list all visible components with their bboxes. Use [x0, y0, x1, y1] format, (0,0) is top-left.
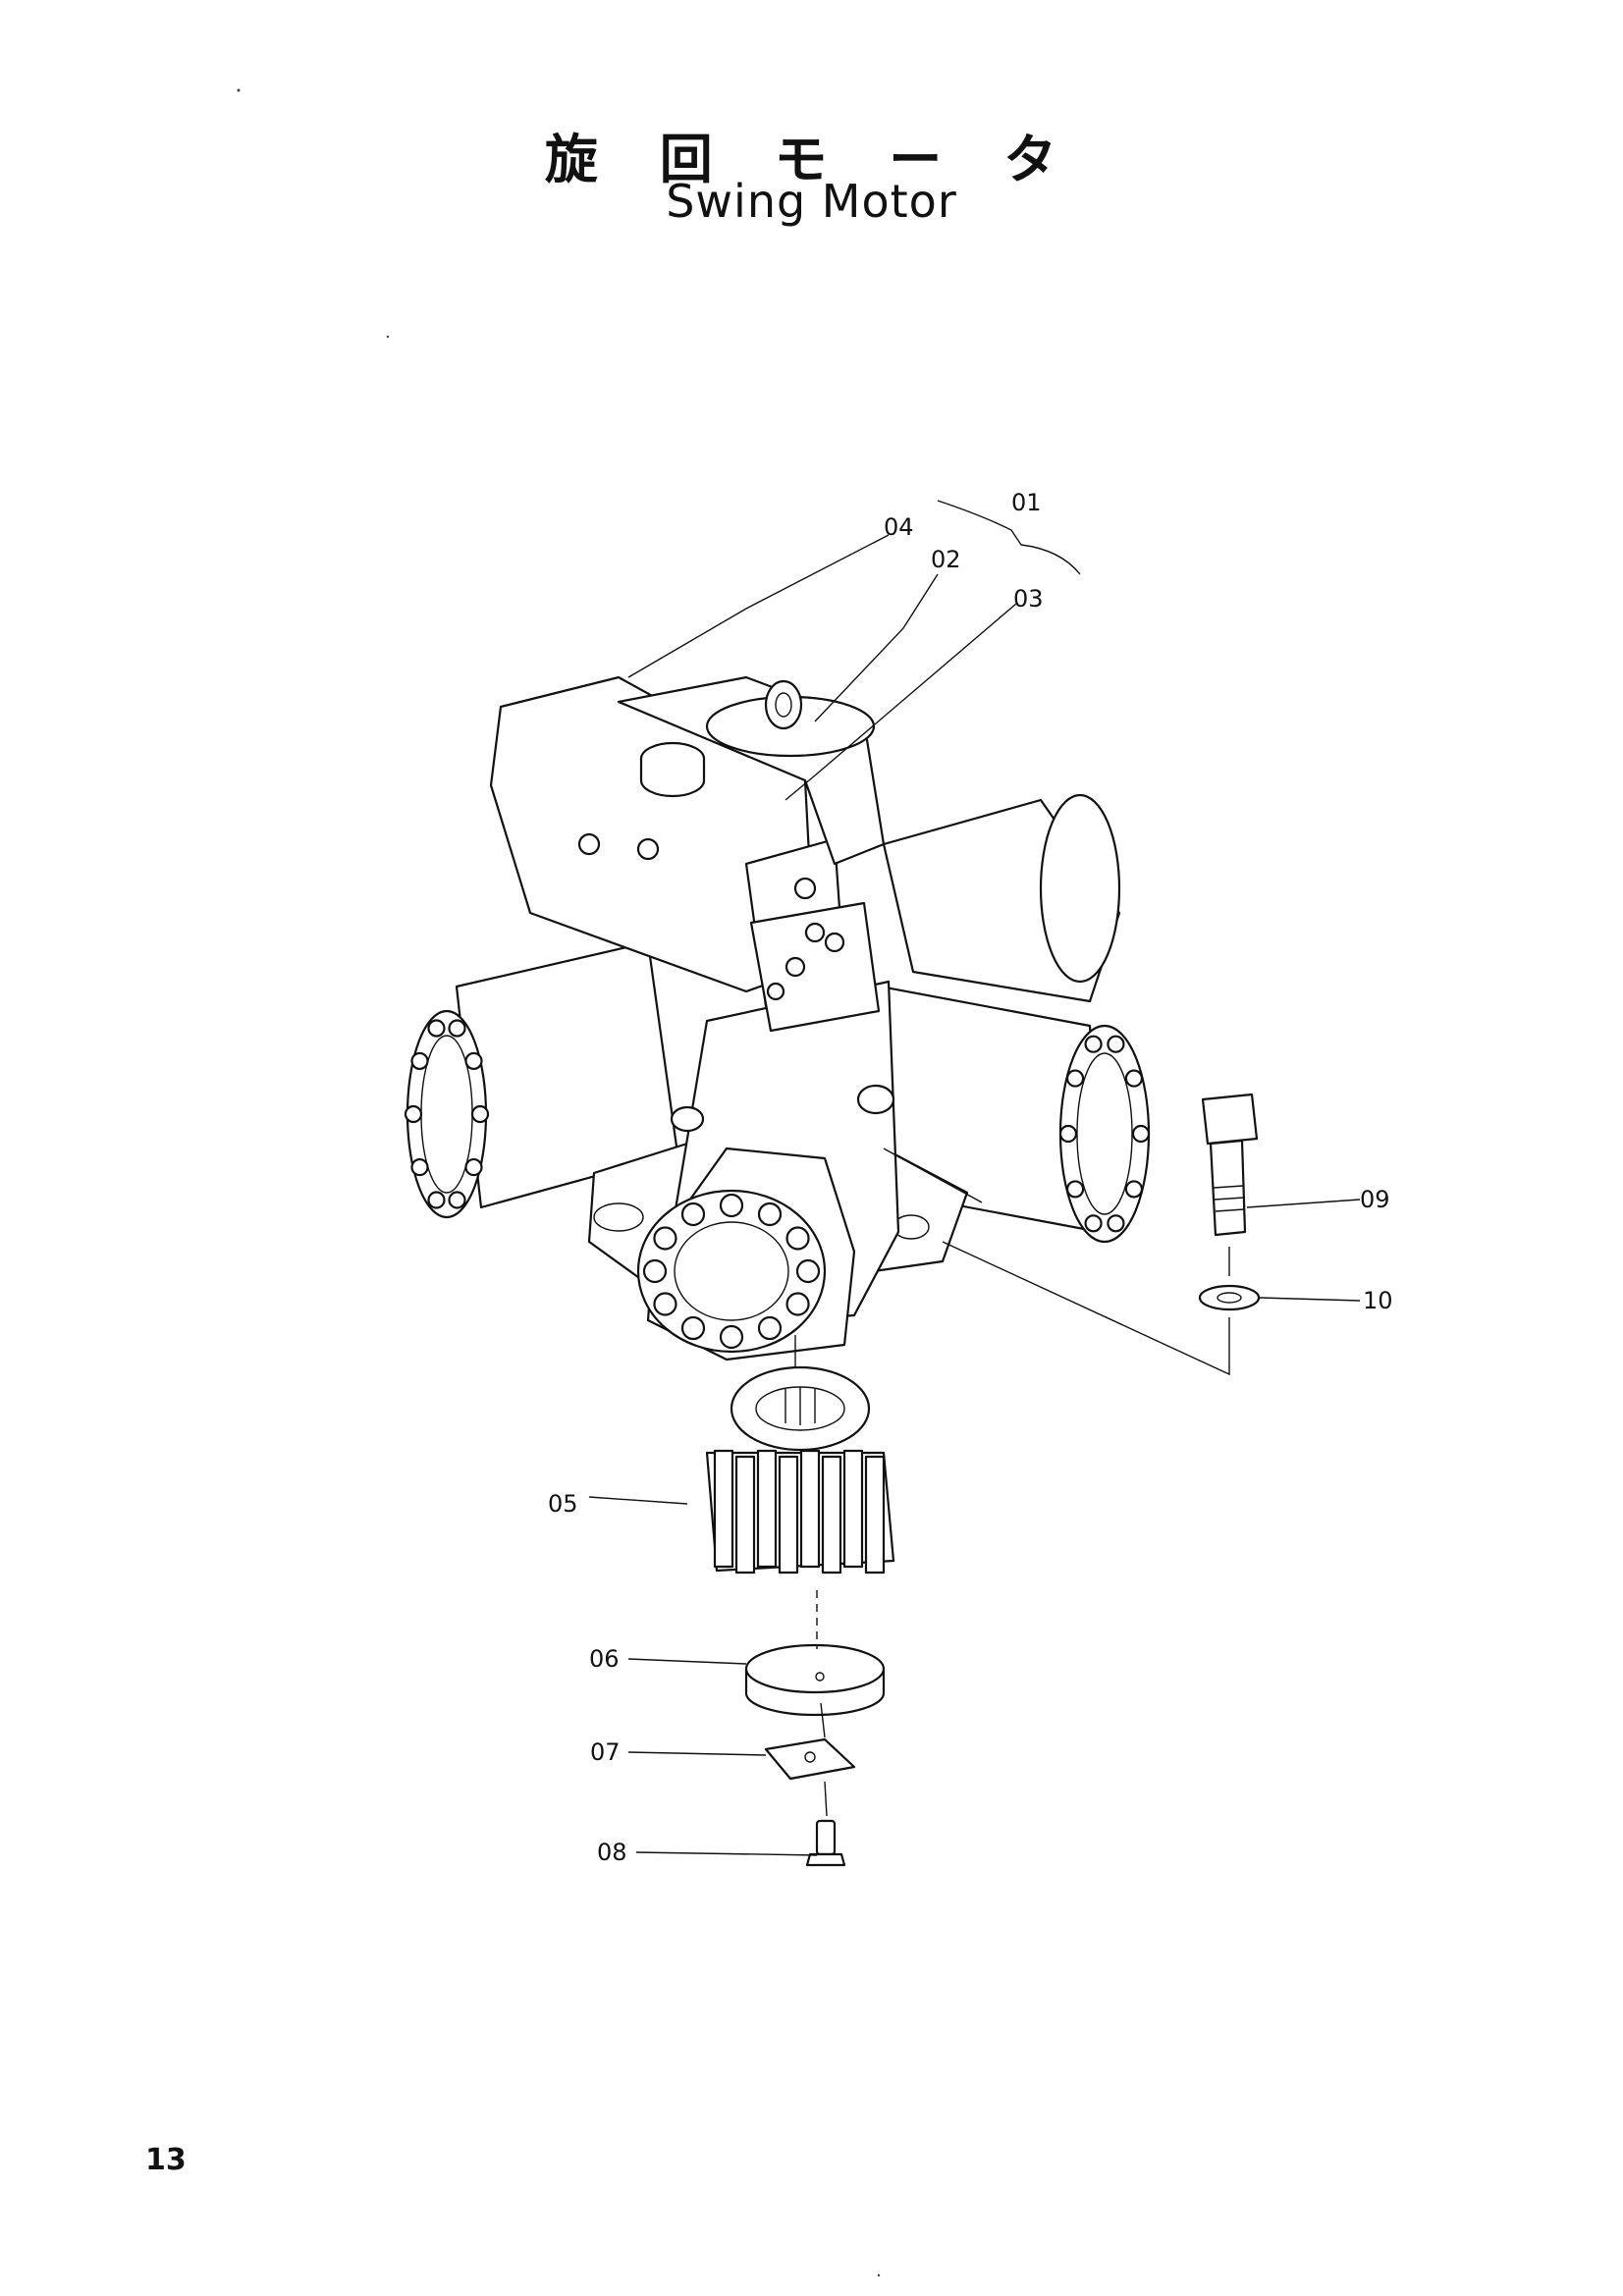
flange-bolt-head: [785, 1292, 810, 1316]
callout-03: 03: [1013, 585, 1044, 613]
callout-06: 06: [589, 1645, 620, 1673]
gear-tooth: [821, 1455, 842, 1575]
callout-10: 10: [1363, 1287, 1393, 1314]
eye-bolt: [764, 679, 803, 730]
flange-bolt-head: [1124, 1069, 1144, 1088]
flange-bolt-head: [1058, 1124, 1078, 1144]
flange-bolt-head: [1107, 1035, 1125, 1053]
page-title-english: Swing Motor: [666, 175, 957, 228]
flange-bolt-head: [680, 1201, 706, 1227]
callout-01: 01: [1011, 489, 1042, 516]
flange-bolt-head: [427, 1191, 446, 1209]
flange-bolt-head: [427, 1019, 446, 1038]
callout-08: 08: [597, 1839, 627, 1866]
output-flange: [636, 1189, 827, 1354]
gear-tooth: [842, 1449, 864, 1569]
hex-bolt: [1201, 1093, 1259, 1237]
gear-tooth: [799, 1449, 821, 1569]
gear-tooth: [713, 1449, 734, 1569]
flange-bolt-head: [1131, 1124, 1151, 1144]
flange-bolt-head: [1065, 1069, 1085, 1088]
flange-bolt-head: [448, 1019, 466, 1038]
page-title-japanese: 旋 回 モ ー タ: [544, 129, 1079, 190]
flange-bolt-head: [410, 1157, 429, 1177]
swing-motor-assembly: [404, 675, 1151, 1404]
gear-tooth: [756, 1449, 778, 1569]
lock-plate: [764, 1737, 856, 1781]
flange-bolt-head: [410, 1051, 429, 1071]
flange-bolt-head: [653, 1226, 677, 1251]
callout-05: 05: [548, 1490, 578, 1518]
flange-bolt-head: [719, 1193, 744, 1218]
flange-bolt-head: [1107, 1214, 1125, 1233]
flange-bolt-head: [1124, 1180, 1144, 1199]
washer: [1198, 1284, 1261, 1311]
gear-tooth: [778, 1455, 799, 1575]
retainer-plate: [744, 1643, 886, 1717]
flange-bolt-head: [1084, 1035, 1103, 1053]
flange-bolt-head: [680, 1315, 706, 1341]
gear-tooth: [864, 1455, 886, 1575]
small-bolt: [805, 1819, 846, 1867]
flange-bolt-head: [757, 1315, 783, 1341]
pinion-gear: [705, 1365, 895, 1575]
callout-09: 09: [1360, 1186, 1390, 1213]
valve-block-right: [749, 901, 881, 1033]
flange-bolt-head: [795, 1258, 821, 1284]
callout-02: 02: [931, 546, 961, 573]
flange-bolt-head: [404, 1104, 423, 1124]
gear-tooth: [734, 1455, 756, 1575]
flange-bolt-head: [642, 1258, 668, 1284]
page-number: 13: [145, 2143, 187, 2177]
flange-bolt-head: [464, 1051, 483, 1071]
flange-bolt-head: [464, 1157, 483, 1177]
callout-07: 07: [590, 1738, 621, 1766]
flange-bolt-head: [1065, 1180, 1085, 1199]
flange-bolt-head: [719, 1324, 744, 1350]
flange-bolt-head: [448, 1191, 466, 1209]
flange-bolt-head: [653, 1292, 677, 1316]
flange-bolt-head: [1084, 1214, 1103, 1233]
flange-bolt-head: [757, 1201, 783, 1227]
callout-04: 04: [884, 513, 914, 541]
flange-bolt-head: [470, 1104, 490, 1124]
flange-bolt-head: [785, 1226, 810, 1251]
